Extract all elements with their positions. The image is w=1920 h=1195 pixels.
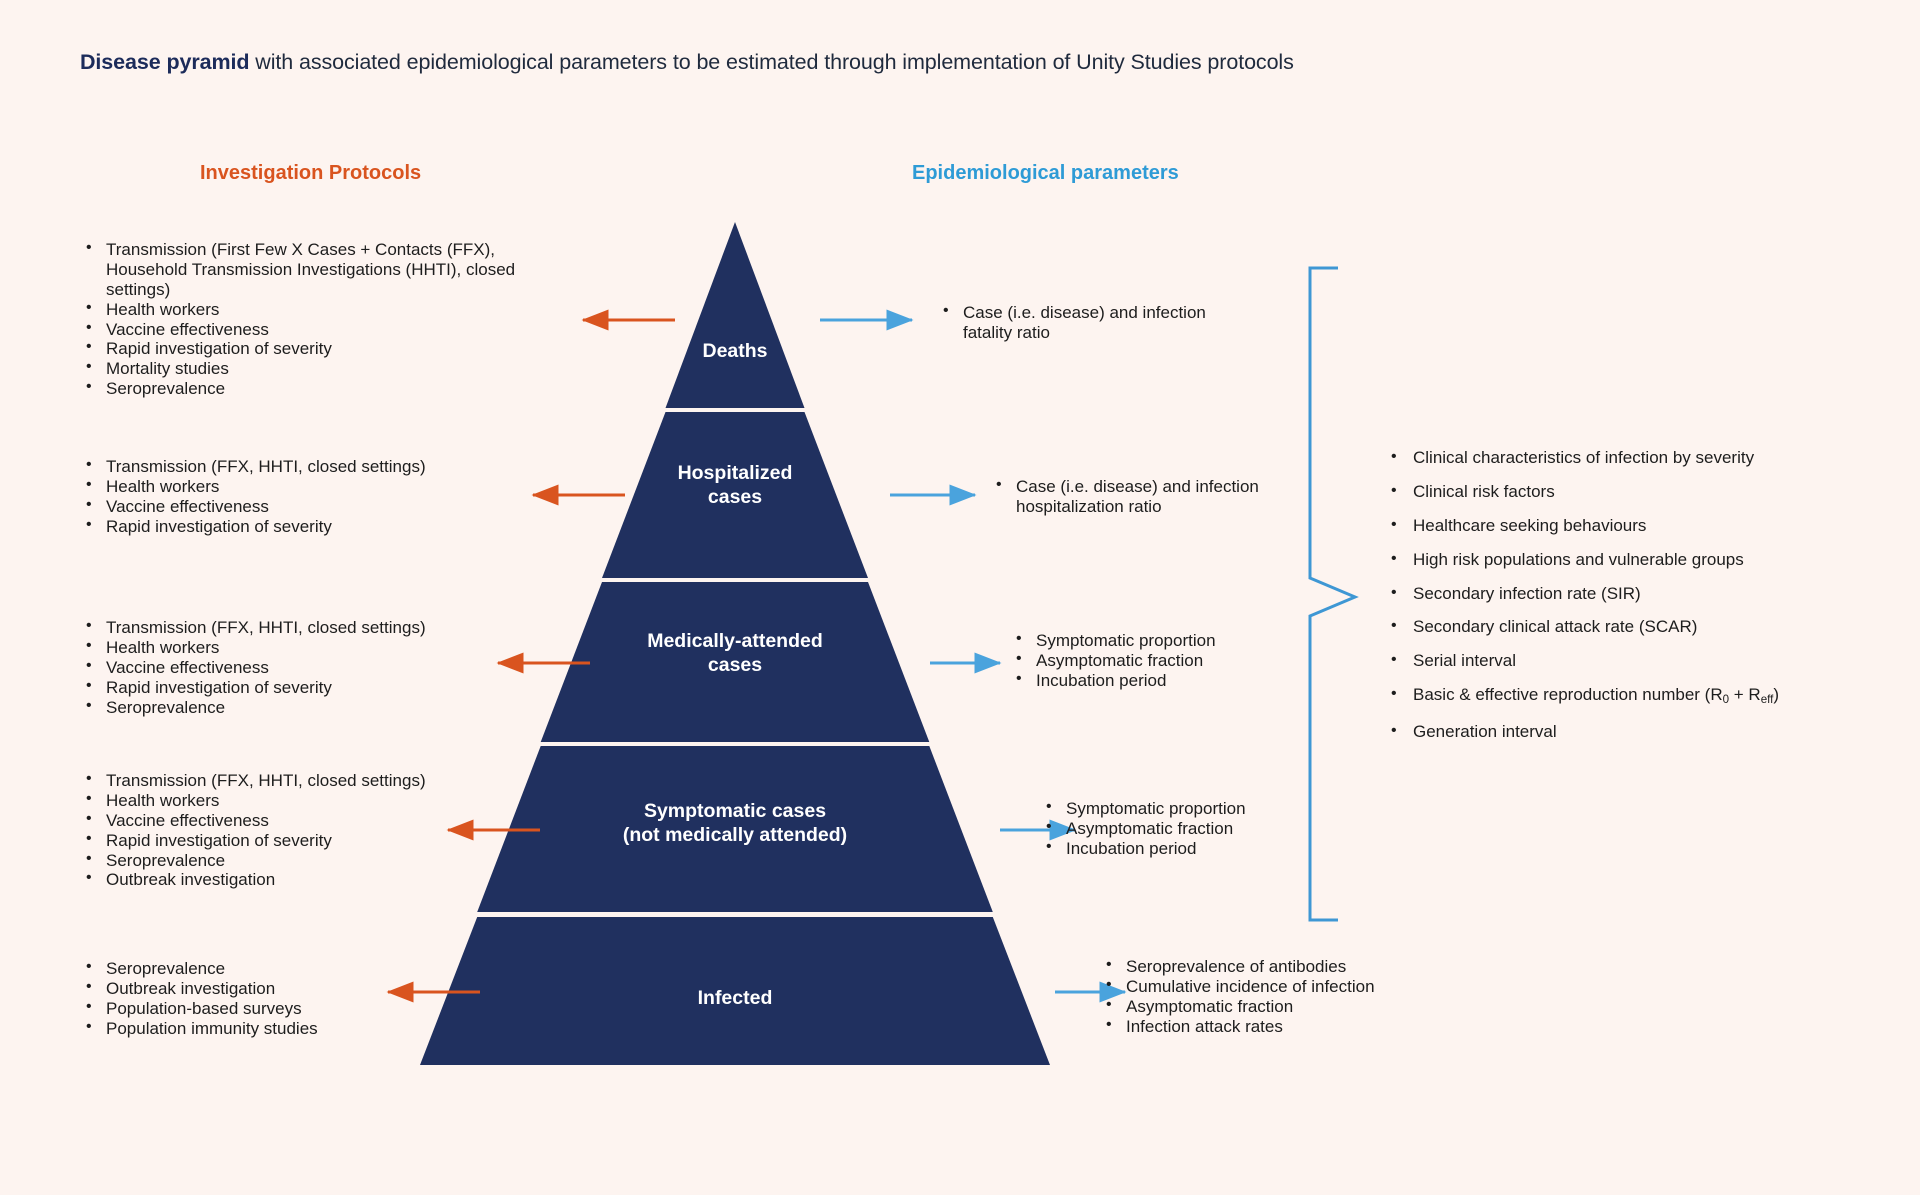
list-item: Case (i.e. disease) and infection hospit… [990, 476, 1320, 517]
list-item: Transmission (FFX, HHTI, closed settings… [80, 617, 550, 638]
list-item: Outbreak investigation [80, 869, 550, 890]
list-item: Population-based surveys [80, 998, 550, 1019]
list-item: Transmission (FFX, HHTI, closed settings… [80, 770, 550, 791]
parameter-list-medically-attended: Symptomatic proportionAsymptomatic fract… [1010, 630, 1310, 691]
list-item: Incubation period [1040, 838, 1340, 859]
page-title: Disease pyramid with associated epidemio… [80, 50, 1780, 75]
cross-cutting-brace [1308, 266, 1359, 922]
list-item: Symptomatic proportion [1010, 630, 1310, 651]
column-header-investigation-protocols: Investigation Protocols [200, 162, 422, 184]
parameter-list-infected: Seroprevalence of antibodiesCumulative i… [1100, 956, 1440, 1037]
parameter-list-hospitalized: Case (i.e. disease) and infection hospit… [990, 476, 1320, 517]
list-item: Seroprevalence [80, 378, 550, 399]
list-item: Outbreak investigation [80, 978, 550, 999]
list-item: Asymptomatic fraction [1100, 996, 1440, 1017]
list-item: Seroprevalence [80, 850, 550, 871]
list-item: Health workers [80, 637, 550, 658]
protocol-list-infected: SeroprevalenceOutbreak investigationPopu… [80, 958, 550, 1039]
list-item: Vaccine effectiveness [80, 496, 550, 517]
page-title-rest: with associated epidemiological paramete… [249, 50, 1294, 74]
list-item: Seroprevalence of antibodies [1100, 956, 1440, 977]
protocol-list-deaths: Transmission (First Few X Cases + Contac… [80, 239, 550, 399]
list-item: Secondary clinical attack rate (SCAR) [1385, 616, 1885, 637]
pyramid-label-infected: Infected [697, 987, 773, 1009]
list-item: Asymptomatic fraction [1010, 650, 1310, 671]
list-item: Basic & effective reproduction number (R… [1385, 684, 1885, 708]
list-item: Secondary infection rate (SIR) [1385, 583, 1885, 604]
pyramid-label-deaths: Deaths [702, 340, 768, 362]
list-item: Generation interval [1385, 721, 1885, 742]
parameter-list-symptomatic: Symptomatic proportionAsymptomatic fract… [1040, 798, 1340, 859]
list-item: Case (i.e. disease) and infection fatali… [937, 302, 1237, 343]
column-header-epidemiological-parameters: Epidemiological parameters [912, 162, 1179, 184]
list-item: Healthcare seeking behaviours [1385, 515, 1885, 536]
list-item: Cumulative incidence of infection [1100, 976, 1440, 997]
list-item: Vaccine effectiveness [80, 810, 550, 831]
list-item: Vaccine effectiveness [80, 319, 550, 340]
list-item: Vaccine effectiveness [80, 657, 550, 678]
protocol-list-hospitalized: Transmission (FFX, HHTI, closed settings… [80, 456, 550, 537]
page-title-strong: Disease pyramid [80, 50, 250, 74]
list-item: Rapid investigation of severity [80, 338, 550, 359]
protocol-list-symptomatic: Transmission (FFX, HHTI, closed settings… [80, 770, 550, 890]
list-item: Serial interval [1385, 650, 1885, 671]
list-item: Transmission (FFX, HHTI, closed settings… [80, 456, 550, 477]
cross-cutting-parameter-list: Clinical characteristics of infection by… [1385, 447, 1885, 756]
list-item: Clinical risk factors [1385, 481, 1885, 502]
list-item: Incubation period [1010, 670, 1310, 691]
list-item: Mortality studies [80, 358, 550, 379]
list-item: Health workers [80, 299, 550, 320]
list-item: High risk populations and vulnerable gro… [1385, 549, 1885, 570]
list-item: Population immunity studies [80, 1018, 550, 1039]
list-item: Rapid investigation of severity [80, 677, 550, 698]
list-item: Rapid investigation of severity [80, 830, 550, 851]
list-item: Transmission (First Few X Cases + Contac… [80, 239, 550, 300]
protocol-list-medically-attended: Transmission (FFX, HHTI, closed settings… [80, 617, 550, 718]
list-item: Infection attack rates [1100, 1016, 1440, 1037]
list-item: Symptomatic proportion [1040, 798, 1340, 819]
pyramid-label-symptomatic: Symptomatic cases(not medically attended… [622, 800, 848, 846]
list-item: Seroprevalence [80, 958, 550, 979]
list-item: Health workers [80, 790, 550, 811]
parameter-list-deaths: Case (i.e. disease) and infection fatali… [937, 302, 1237, 343]
list-item: Asymptomatic fraction [1040, 818, 1340, 839]
list-item: Clinical characteristics of infection by… [1385, 447, 1885, 468]
list-item: Health workers [80, 476, 550, 497]
list-item: Seroprevalence [80, 697, 550, 718]
list-item: Rapid investigation of severity [80, 516, 550, 537]
